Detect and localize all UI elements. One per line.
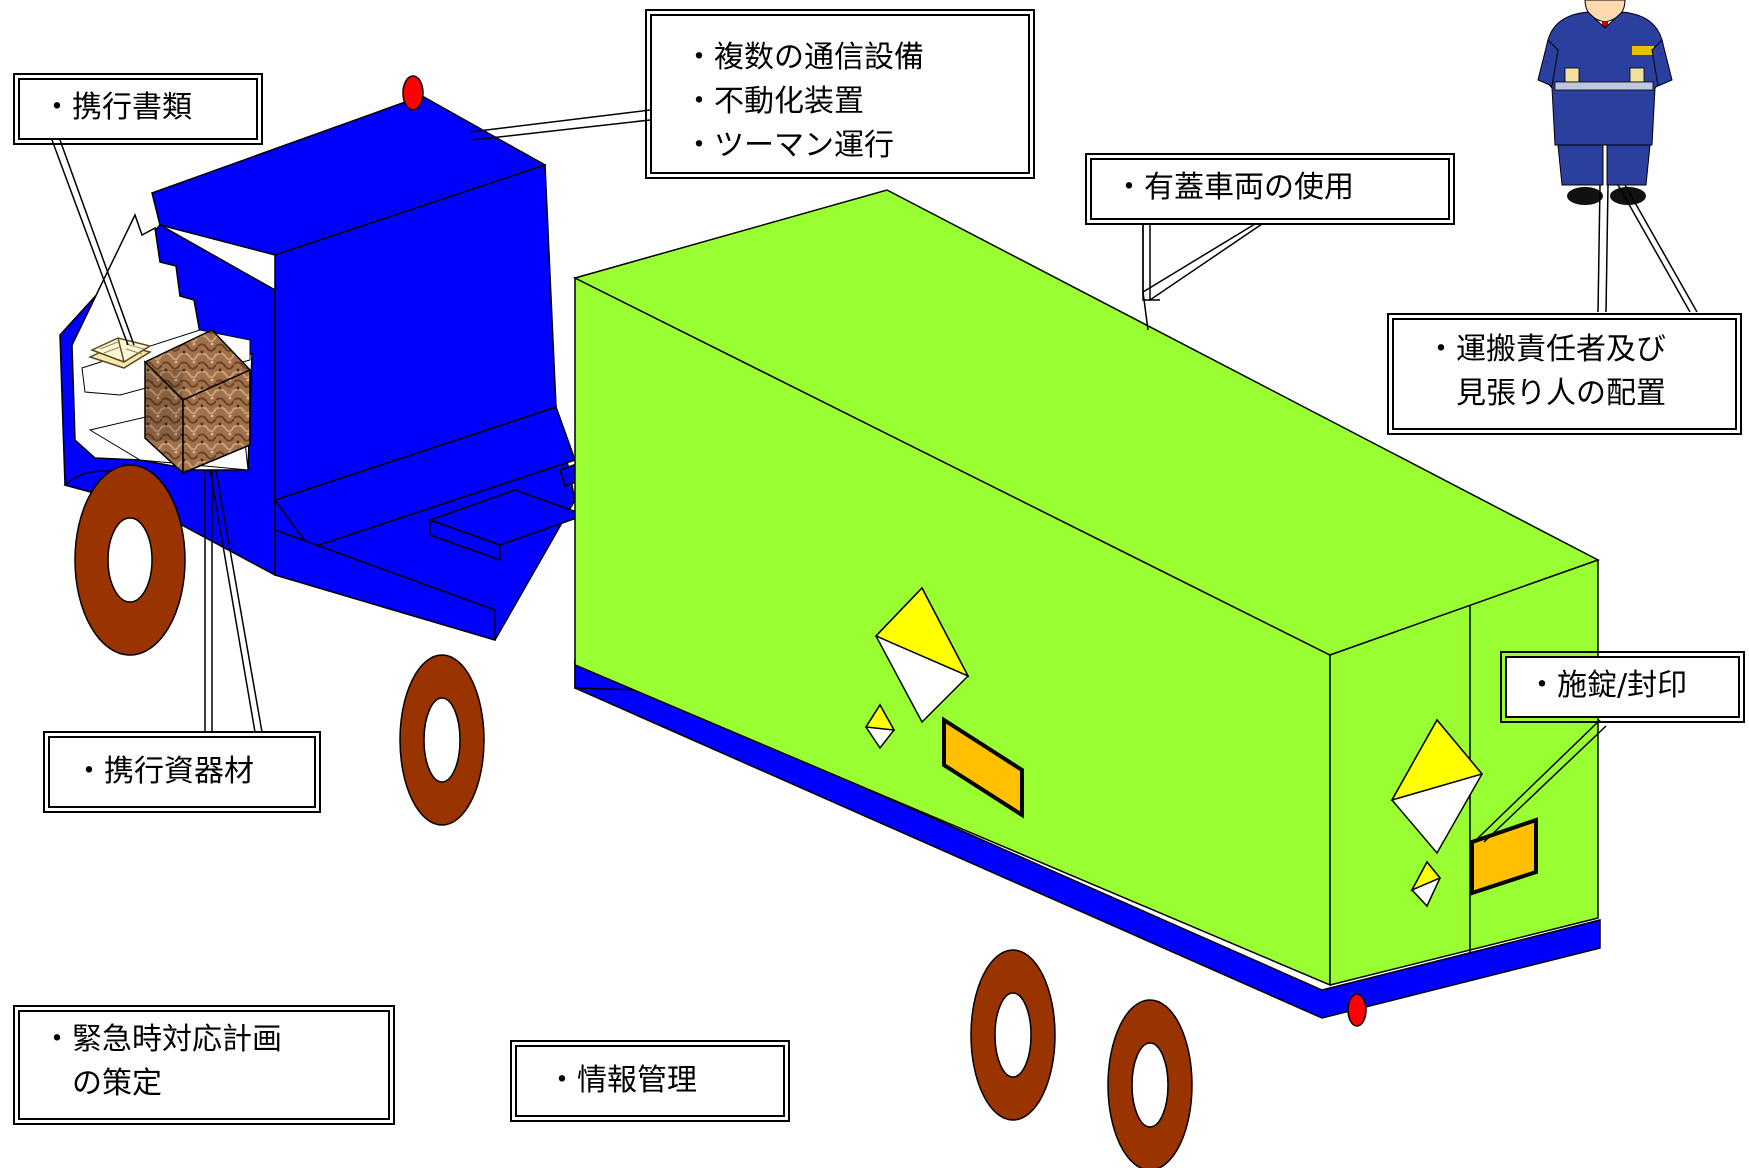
callout-documents: ・携行書類 <box>13 73 263 145</box>
cardboard-box-icon <box>143 329 252 475</box>
tail-light <box>1347 993 1367 1027</box>
callout-pointers <box>51 109 1698 843</box>
callout-covered-vehicle: ・有蓋車両の使用 <box>1085 153 1455 225</box>
label-documents: ・携行書類 <box>42 90 192 125</box>
label-lock-seal: ・施錠/封印 <box>1527 668 1688 703</box>
pointer-covered <box>1142 224 1160 301</box>
pointer-lock <box>1477 719 1601 839</box>
label-info-management: ・情報管理 <box>547 1063 697 1098</box>
pointer-personnel <box>1597 184 1601 313</box>
security-guard-illustration <box>1537 0 1673 205</box>
hazard-placard-side-small <box>864 703 896 750</box>
label-personnel-2: 見張り人の配置 <box>1426 376 1666 411</box>
orange-plate-side <box>942 716 1024 819</box>
callout-comms: ・複数の通信設備 ・不動化装置 ・ツーマン運行 <box>645 9 1035 179</box>
callout-equipment: ・携行資器材 <box>43 731 321 813</box>
hazard-placard-side-large <box>874 586 970 724</box>
callout-personnel: ・運搬責任者及び 見張り人の配置 <box>1387 313 1742 435</box>
hazard-placard-rear-large <box>1390 718 1484 855</box>
cargo-wheel-front <box>970 949 1056 1121</box>
pointer-comms <box>469 109 651 133</box>
pointer-documents <box>51 139 129 346</box>
label-covered-vehicle: ・有蓋車両の使用 <box>1114 170 1354 205</box>
label-emergency-plan-1: ・緊急時対応計画 <box>42 1022 282 1057</box>
label-comms-2: ・不動化装置 <box>684 84 864 119</box>
cargo-container <box>572 189 1601 1019</box>
label-emergency-plan-2: の策定 <box>42 1066 162 1101</box>
cargo-wheel-rear <box>1107 999 1193 1168</box>
label-personnel-1: ・運搬責任者及び <box>1426 332 1666 367</box>
cab-front-wheel <box>74 464 186 656</box>
callout-emergency-plan: ・緊急時対応計画 の策定 <box>13 1005 395 1125</box>
label-comms-1: ・複数の通信設備 <box>684 40 924 75</box>
cab-rear-wheel <box>399 654 485 826</box>
roof-beacon <box>402 75 424 111</box>
callout-lock-seal: ・施錠/封印 <box>1500 651 1745 723</box>
label-equipment: ・携行資器材 <box>74 754 254 789</box>
callout-info-management: ・情報管理 <box>510 1040 790 1122</box>
hazard-placard-rear-small <box>1410 860 1442 908</box>
label-comms-3: ・ツーマン運行 <box>684 128 894 163</box>
open-book-icon <box>87 337 152 369</box>
